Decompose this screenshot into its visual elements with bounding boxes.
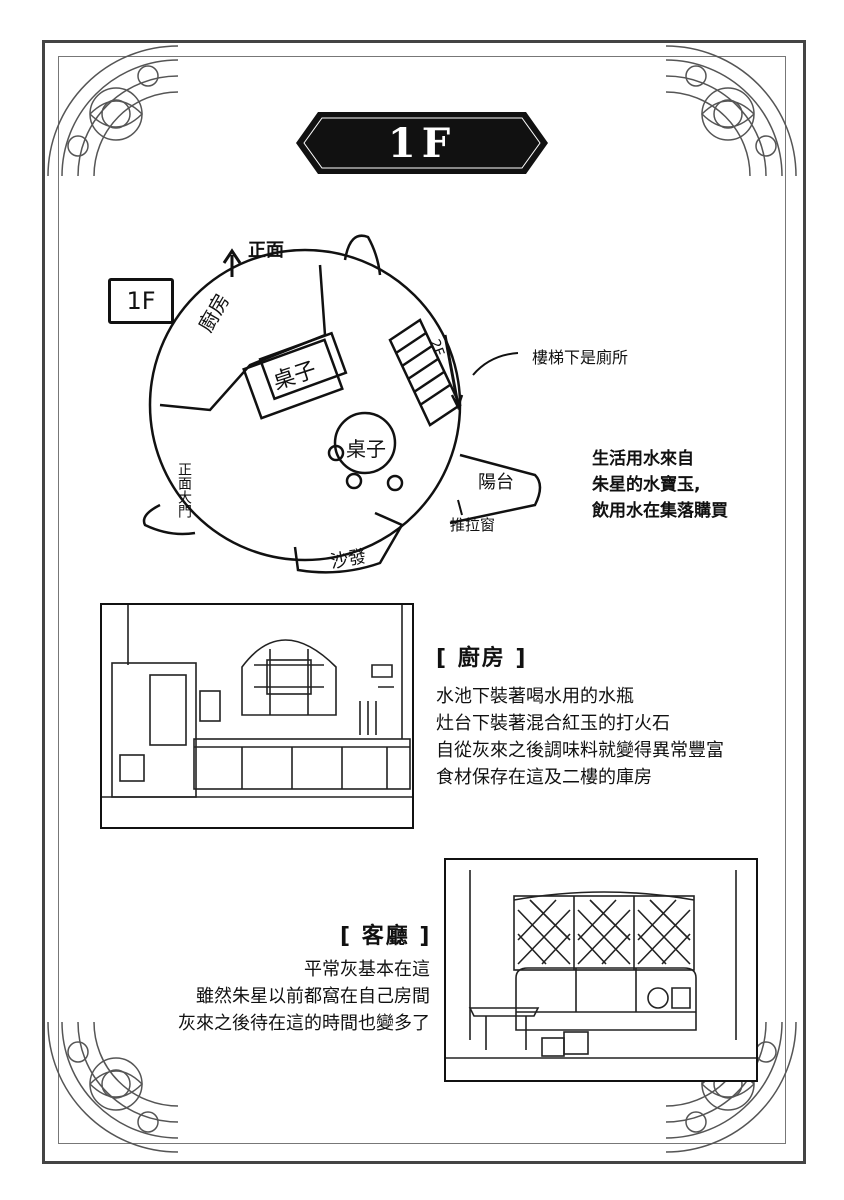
kitchen-line: 灶台下裝著混合紅玉的打火石 bbox=[436, 713, 670, 734]
round-table bbox=[333, 411, 397, 475]
floor-box-label: 1F bbox=[108, 278, 174, 324]
living-section-body: 平常灰基本在這 雖然朱星以前都窩在自己房間 灰來之後待在這的時間也變多了 bbox=[120, 956, 430, 1037]
floor-plan-outline bbox=[148, 248, 462, 562]
living-room-illustration bbox=[444, 858, 758, 1082]
stairs-icon bbox=[388, 318, 464, 427]
front-door-label: 正面大門 bbox=[176, 462, 192, 518]
corner-ornament-bottom-left bbox=[38, 1012, 188, 1162]
page-frame-inner bbox=[58, 56, 786, 1144]
sofa-shape bbox=[515, 967, 697, 1031]
kitchen-line: 自從灰來之後調味料就變得異常豐富 bbox=[436, 740, 724, 761]
kitchen-line: 食材保存在這及二樓的庫房 bbox=[436, 767, 652, 788]
living-line: 平常灰基本在這 bbox=[304, 959, 430, 980]
living-section-title: [ 客廳 ] bbox=[340, 924, 432, 949]
water-note: 生活用水來自 朱星的水寶玉, 飲用水在集落購買 bbox=[592, 446, 762, 524]
counter-shape bbox=[193, 738, 411, 790]
kitchen-section-body: 水池下裝著喝水用的水瓶 灶台下裝著混合紅玉的打火石 自從灰來之後調味料就變得異常… bbox=[436, 683, 776, 791]
front-label: 正面 bbox=[248, 240, 284, 261]
kitchen-section-title: [ 廚房 ] bbox=[436, 646, 528, 671]
living-line: 灰來之後待在這的時間也變多了 bbox=[178, 1013, 430, 1034]
water-note-line: 朱星的水寶玉, bbox=[592, 475, 701, 495]
kitchen-illustration bbox=[100, 603, 414, 829]
front-door-bump bbox=[142, 503, 196, 536]
living-line: 雖然朱星以前都窩在自己房間 bbox=[196, 986, 430, 1007]
kitchen-line: 水池下裝著喝水用的水瓶 bbox=[436, 686, 634, 707]
rect-table bbox=[242, 338, 344, 420]
balcony bbox=[449, 453, 542, 525]
balcony-label: 陽台 bbox=[478, 472, 514, 493]
floor-plan bbox=[142, 234, 542, 574]
title-banner bbox=[296, 112, 548, 174]
corner-ornament-top-left bbox=[38, 36, 188, 186]
arched-window-shape bbox=[241, 639, 337, 716]
page-frame bbox=[42, 40, 806, 1164]
kitchen-wall bbox=[159, 264, 327, 412]
page-title: 1F bbox=[387, 119, 457, 167]
water-note-line: 生活用水來自 bbox=[592, 449, 694, 469]
stairs-note-arrow bbox=[472, 352, 519, 376]
cabinet-shape bbox=[111, 662, 197, 798]
lattice-window-shape bbox=[513, 895, 695, 971]
kitchen-title-text: 廚房 bbox=[457, 646, 506, 671]
chimney-bump bbox=[343, 234, 382, 276]
sofa-outline bbox=[293, 511, 404, 574]
living-title-text: 客廳 bbox=[361, 924, 410, 949]
sliding-window-label: 推拉窗 bbox=[450, 516, 496, 534]
round-table-label: 桌子 bbox=[346, 437, 386, 461]
stairs-note: 樓梯下是廁所 bbox=[532, 348, 629, 367]
water-note-line: 飲用水在集落購買 bbox=[592, 501, 728, 521]
corner-ornament-top-right bbox=[656, 36, 806, 186]
